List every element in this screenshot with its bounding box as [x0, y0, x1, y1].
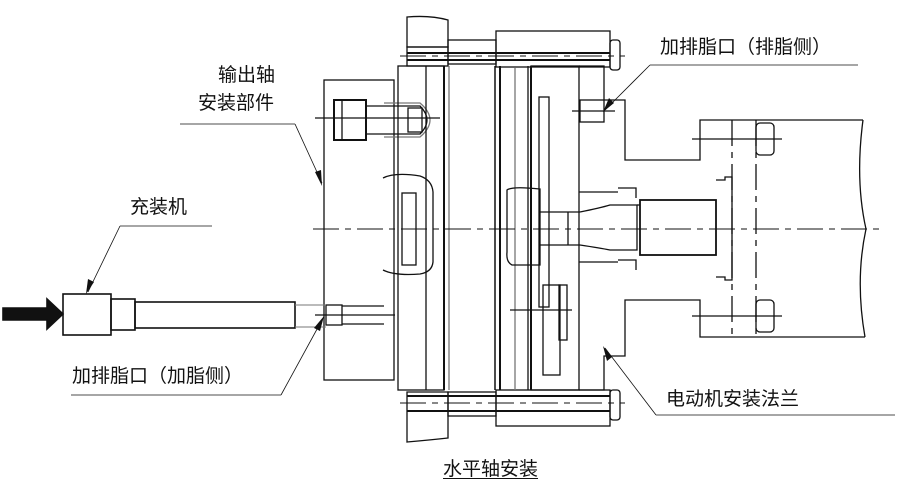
leader-lines — [71, 64, 895, 416]
label-output-shaft-line1: 输出轴 — [218, 64, 276, 86]
diagram-caption: 水平轴安装 — [443, 458, 539, 480]
label-grease-port-drain: 加排脂口（排脂侧） — [660, 36, 832, 58]
label-output-shaft-line2: 安装部件 — [198, 92, 275, 114]
feed-arrow-icon — [2, 297, 65, 331]
output-shaft-mount-part — [315, 79, 440, 381]
grease-filler-machine — [2, 293, 326, 336]
label-grease-port-fill: 加排脂口（加脂侧） — [72, 365, 244, 387]
motor-coupling — [540, 65, 867, 391]
reducer-housing — [382, 15, 625, 443]
label-filler: 充装机 — [130, 196, 188, 218]
label-motor-flange: 电动机安装法兰 — [666, 388, 800, 410]
